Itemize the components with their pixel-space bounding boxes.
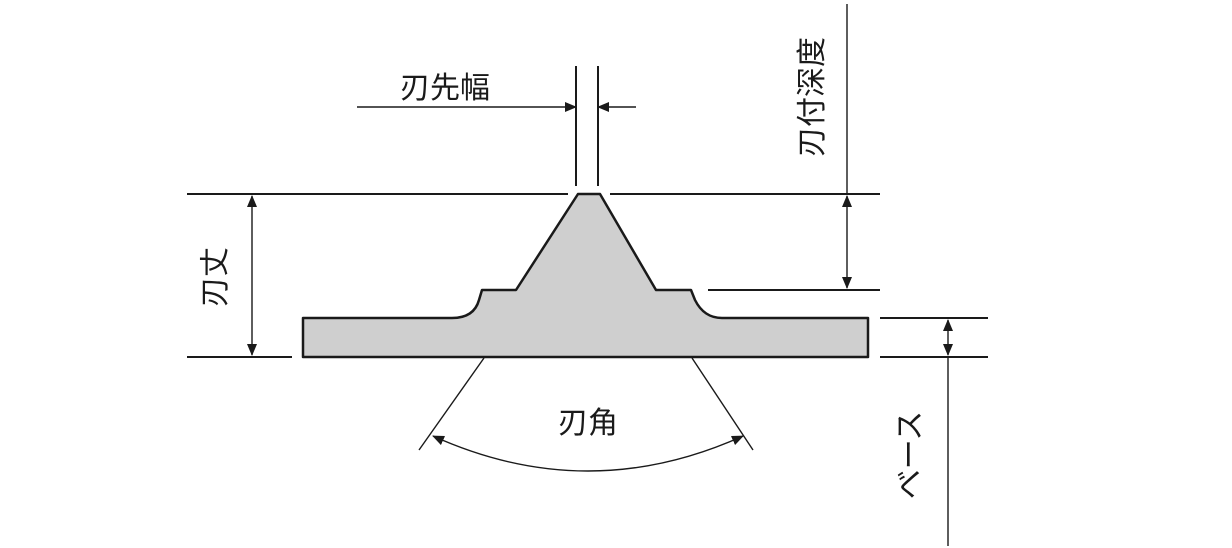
- blade-angle-line-right: [691, 357, 754, 451]
- base-label: ベース: [893, 411, 928, 500]
- blade-profile: [301, 192, 870, 359]
- tip-width-label: 刃先幅: [400, 71, 490, 106]
- blade-angle-label: 刃角: [558, 406, 618, 441]
- cutting-depth-label: 刃付深度: [795, 37, 830, 157]
- blade-height-label: 刃丈: [198, 247, 233, 307]
- blade-angle-line-left: [418, 357, 485, 451]
- blade-angle-arc: [432, 435, 744, 472]
